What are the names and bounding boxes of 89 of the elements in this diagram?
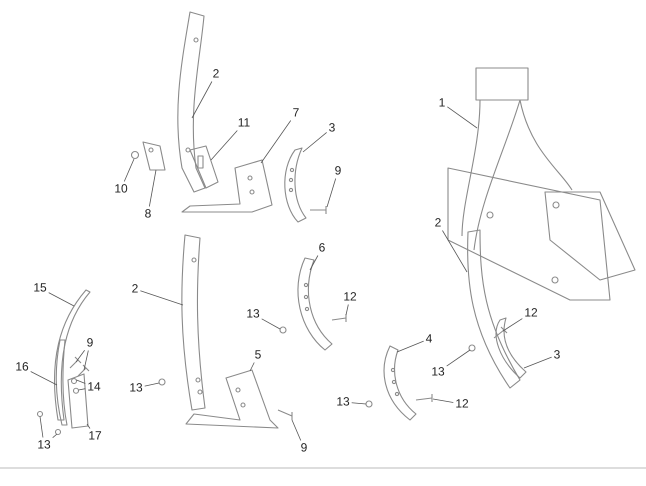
callout-number: 2 [130,282,140,296]
callout-number: 17 [87,430,103,442]
point-drawing [297,257,333,351]
callout-number: 14 [86,380,102,394]
callout-number: 2 [434,216,442,230]
sweep-drawing [181,159,273,213]
shank-drawing [467,229,521,389]
leader-line [86,424,90,429]
sweep-drawing [185,369,279,429]
leader-line [260,120,292,164]
frame-drawing [447,67,636,301]
nut-icon [36,410,44,418]
plate-drawing [189,145,219,189]
leader-line [48,292,74,306]
nut-icon [54,428,62,436]
callout-number: 13 [335,396,351,408]
callout-number: 3 [328,122,336,134]
callout-number: 12 [523,306,539,320]
point-drawing [284,147,307,223]
callout-number: 5 [254,348,262,362]
bolt-icon [331,313,347,323]
shank-drawing [177,11,206,193]
callout-number: 7 [292,106,300,120]
callout-number: 2 [212,68,220,80]
bracket-drawing [142,141,166,171]
leader-line [148,170,156,207]
bolt-icon [493,326,508,339]
leader-line [446,350,470,366]
nut-icon [468,344,476,352]
callout-number: 16 [14,360,30,374]
leader-line [144,382,160,387]
leader-line [192,81,212,118]
shank-drawing [181,234,206,411]
callout-number: 9 [86,336,94,350]
nut-icon [70,378,78,384]
nut-icon [72,388,80,394]
leader-line [76,350,86,362]
leader-line [210,130,238,160]
leader-line [432,398,454,403]
leader-line [346,304,349,316]
leader-line [396,340,424,352]
leader-line [30,371,58,386]
callout-number: 9 [300,442,308,454]
point-drawing [384,345,417,421]
leader-line [302,132,328,152]
leader-line [502,318,523,332]
point-drawing [496,317,527,379]
leader-line [52,434,58,438]
leader-line [326,178,336,208]
leader-line [78,388,86,390]
leader-line [446,106,478,128]
callout-number: 13 [128,382,144,394]
bolt-icon [77,364,90,377]
callout-number: 12 [454,398,470,410]
leader-line [261,318,280,330]
nut-icon [365,400,373,408]
leader-line [351,402,366,404]
nut-icon [158,378,166,386]
shank-drawing [56,339,68,426]
callout-number: 4 [424,332,434,346]
leader-line [250,362,255,372]
callout-number: 3 [552,348,562,362]
callout-number: 13 [430,366,446,378]
bolt-icon [277,409,293,421]
leader-line [310,255,318,270]
callout-number: 13 [36,438,52,452]
bolt-icon [309,205,327,215]
callout-number: 8 [144,208,152,220]
plate-drawing [67,373,89,429]
leader-line [124,158,134,182]
callout-number: 6 [318,242,326,254]
callout-number: 12 [342,290,358,304]
callout-number: 13 [245,308,261,320]
leader-line [40,416,44,438]
leader-line [84,350,89,370]
bolt-icon [415,393,433,403]
callout-number: 11 [236,116,252,130]
leader-line [76,380,86,384]
callout-number: 15 [32,282,48,294]
callout-number: 9 [334,164,342,178]
leader-line [140,290,184,306]
leader-line [292,420,302,441]
bolt-icon [69,356,82,369]
leader-line [442,230,468,272]
nut-icon [130,150,140,160]
callout-number: 1 [438,96,446,110]
callout-number: 10 [113,182,129,196]
nut-icon [279,326,287,334]
leader-line [524,356,552,368]
